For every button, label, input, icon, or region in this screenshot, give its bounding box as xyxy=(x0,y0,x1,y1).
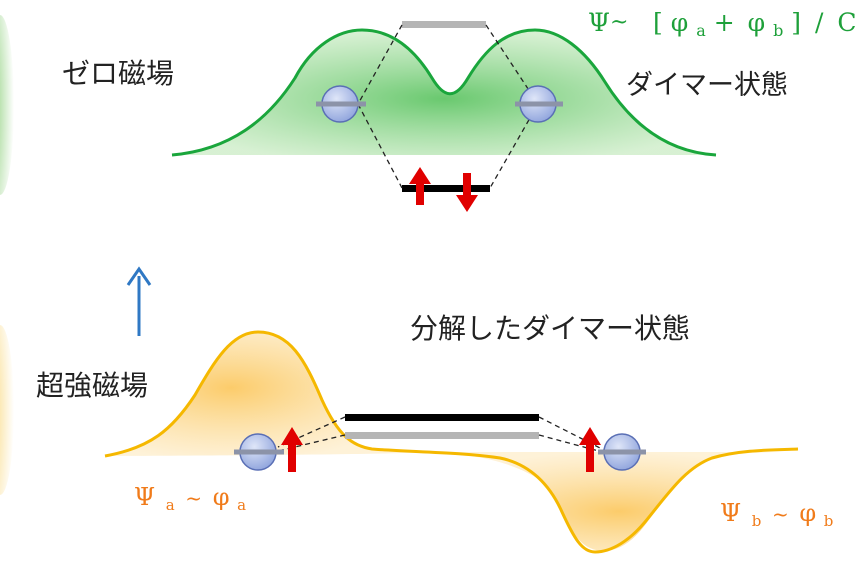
left-wavefunction-formula: Ψ a ~ φ a xyxy=(134,483,246,516)
bonding-wavefunction-formula: Ψ ~ [ φ a + φ b ] / C xyxy=(588,6,857,42)
upper-level-bottom xyxy=(345,414,539,421)
bonding-wavefunction-curve xyxy=(171,28,717,157)
strong-field-label: 超強磁場 xyxy=(36,369,148,402)
antibonding-level xyxy=(402,21,486,28)
bonding-level xyxy=(402,185,490,192)
dimer-state-label: ダイマー状態 xyxy=(626,70,788,101)
top-panel: ゼロ磁場 ダイマー状態 Ψ ~ [ φ a + φ b ] / C xyxy=(62,6,857,212)
spin-down-arrow-top xyxy=(456,173,478,212)
zero-field-label: ゼロ磁場 xyxy=(62,57,174,90)
bottom-panel: 分解したダイマー状態 超強磁場 Ψ a ~ φ a Ψ b ~ φ b xyxy=(36,312,833,554)
edge-glow-green xyxy=(0,15,14,195)
edge-glow-orange xyxy=(0,325,14,495)
spin-up-arrow-left xyxy=(281,427,303,472)
atom-b-bottom xyxy=(598,433,646,471)
atom-b-top xyxy=(515,85,563,123)
spin-up-arrow-right xyxy=(579,427,601,472)
atom-a-top xyxy=(316,85,366,123)
left-wavefunction-fill xyxy=(105,332,420,456)
split-wavefunction-curve xyxy=(104,330,799,554)
field-direction-arrow xyxy=(126,266,152,336)
top-correlation-lines xyxy=(357,24,539,189)
right-wavefunction-formula: Ψ b ~ φ b xyxy=(720,499,833,532)
right-wavefunction-fill xyxy=(440,452,798,552)
decomposed-dimer-label: 分解したダイマー状態 xyxy=(410,312,690,345)
atom-a-bottom xyxy=(234,433,284,471)
lower-level-bottom xyxy=(345,432,539,439)
spin-up-arrow-top xyxy=(409,167,431,205)
